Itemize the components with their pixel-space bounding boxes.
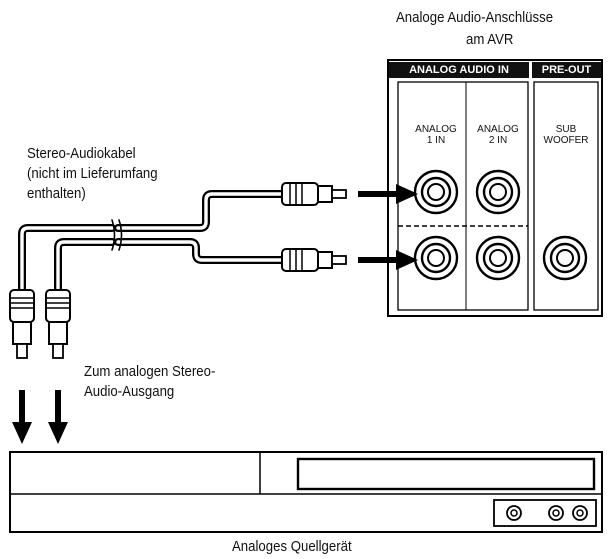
analog-audio-in-label: ANALOG AUDIO IN — [409, 64, 509, 76]
arrow-to-source-right — [48, 390, 68, 444]
avr-title-line1: Analoge Audio-Anschlüsse — [396, 9, 554, 26]
rca-plug-source-left — [9, 289, 35, 359]
arrow-to-source-left — [12, 390, 32, 444]
jack-analog2-right — [475, 235, 521, 281]
output-label-line2: Audio-Ausgang — [84, 383, 175, 400]
jack-analog1-left — [413, 169, 459, 215]
jack-label-analog1: ANALOG 1 IN — [415, 124, 457, 146]
cable-label-line1: Stereo-Audiokabel — [27, 145, 136, 162]
jack-sub-woofer — [542, 235, 588, 281]
analog-audio-in-header — [389, 62, 529, 78]
rca-plug-upper — [281, 182, 347, 206]
output-label-line1: Zum analogen Stereo- — [84, 363, 216, 380]
pre-out-label: PRE-OUT — [541, 64, 592, 76]
arrow-to-analog1-right — [358, 250, 418, 270]
jack-analog2-left — [475, 169, 521, 215]
jack-label-sub-woofer: SUB WOOFER — [543, 124, 589, 146]
jack-analog1-right — [413, 235, 459, 281]
arrow-to-analog1-left — [358, 184, 418, 204]
stereo-cable — [18, 190, 286, 316]
rca-plug-source-right — [45, 289, 71, 359]
jack-label-analog2: ANALOG 2 IN — [477, 124, 519, 146]
source-display — [296, 457, 596, 491]
avr-title-line2: am AVR — [466, 31, 514, 48]
pre-out-header — [532, 62, 601, 78]
cable-label-line2: (nicht im Lieferumfang — [27, 165, 158, 182]
source-device — [9, 451, 603, 533]
source-device-label: Analoges Quellgerät — [232, 538, 352, 555]
cable-label-line3: enthalten) — [27, 185, 86, 202]
rca-plug-lower — [281, 248, 347, 272]
